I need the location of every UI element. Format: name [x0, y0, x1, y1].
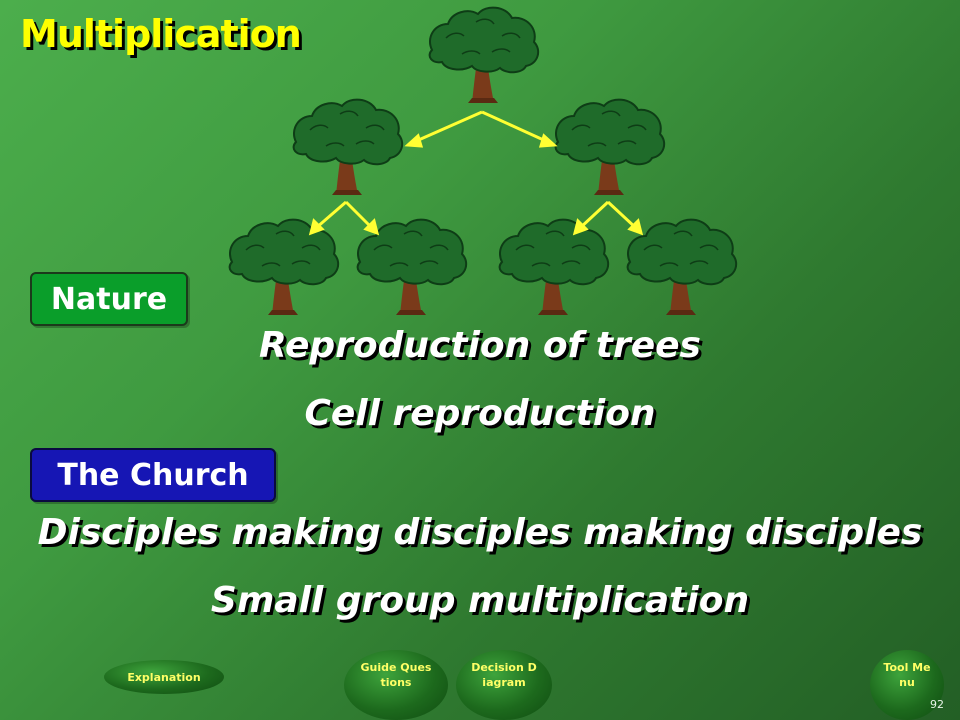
explanation-button[interactable]: Explanation — [104, 660, 224, 694]
church-label: The Church — [30, 448, 276, 502]
tool-menu-button[interactable]: Tool Menu — [870, 650, 944, 720]
arrow-icon — [344, 200, 380, 236]
line-small-group-multiplication: Small group multiplication — [210, 580, 750, 621]
line-cell-reproduction: Cell reproduction — [304, 393, 656, 434]
tree-icon — [358, 220, 467, 315]
guide-questions-button-label: Guide Questions — [360, 661, 432, 689]
line-reproduction-of-trees: Reproduction of trees — [259, 325, 701, 366]
arrow-icon — [606, 200, 644, 236]
tool-menu-button-label: Tool Menu — [883, 661, 931, 689]
tree-icon — [556, 100, 665, 195]
slide-title: Multiplication — [20, 12, 302, 56]
tree-icon — [430, 8, 539, 103]
tree-icon — [230, 220, 339, 315]
arrow-icon — [572, 200, 610, 236]
tree-icon — [628, 220, 737, 315]
arrow-icon — [404, 110, 483, 148]
explanation-button-label: Explanation — [127, 671, 201, 684]
arrow-icon — [308, 200, 347, 236]
decision-diagram-button[interactable]: Decision Diagram — [456, 650, 552, 720]
page-number: 92 — [930, 698, 944, 711]
tree-diagram — [0, 0, 960, 330]
tree-icon — [500, 220, 609, 315]
decision-diagram-button-label: Decision Diagram — [471, 661, 537, 689]
nature-label: Nature — [30, 272, 188, 326]
arrow-icon — [481, 110, 558, 148]
line-disciples-making-disciples: Disciples making disciples making discip… — [37, 512, 923, 553]
tree-icon — [294, 100, 403, 195]
guide-questions-button[interactable]: Guide Questions — [344, 650, 448, 720]
